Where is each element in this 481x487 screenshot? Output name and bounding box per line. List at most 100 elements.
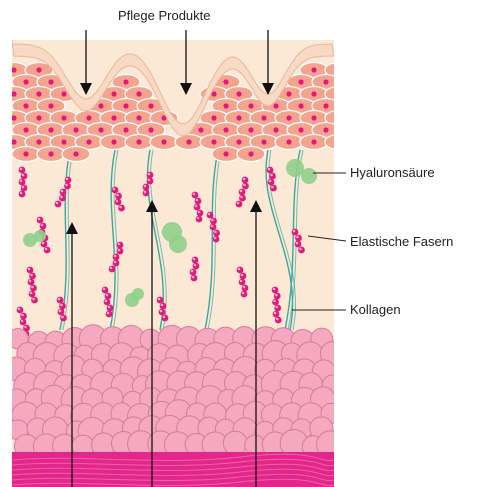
- elastic-bead: [242, 285, 249, 292]
- elastic-bead: [19, 179, 26, 186]
- elastic-bead-highlight: [194, 264, 197, 267]
- cell-nucleus: [336, 115, 341, 120]
- elastic-bead: [191, 275, 198, 282]
- elastic-bead: [239, 195, 246, 202]
- elastic-bead-highlight: [148, 173, 151, 176]
- cell-nucleus: [186, 139, 191, 144]
- cell-nucleus: [98, 127, 103, 132]
- elastic-bead: [113, 260, 120, 267]
- elastic-bead-highlight: [273, 300, 276, 303]
- elastic-bead-highlight: [38, 218, 41, 221]
- elastic-bead-highlight: [58, 298, 61, 301]
- cell-nucleus: [273, 103, 278, 108]
- elastic-bead: [106, 311, 113, 318]
- cell-nucleus: [223, 127, 228, 132]
- cell-nucleus: [36, 91, 41, 96]
- elastic-bead-highlight: [163, 316, 166, 319]
- elastic-bead: [157, 297, 164, 304]
- cell-nucleus: [248, 151, 253, 156]
- elastic-bead: [143, 184, 150, 191]
- elastic-bead: [44, 247, 51, 254]
- cell-nucleus: [248, 103, 253, 108]
- elastic-bead-highlight: [105, 300, 108, 303]
- cell-nucleus: [198, 127, 203, 132]
- elastic-bead-highlight: [271, 186, 274, 189]
- elastic-bead: [31, 297, 38, 304]
- elastic-bead: [268, 179, 275, 186]
- elastic-bead-highlight: [197, 217, 200, 220]
- elastic-bead: [143, 190, 150, 197]
- cell-nucleus: [123, 103, 128, 108]
- elastic-bead-highlight: [56, 202, 59, 205]
- cell-nucleus: [86, 115, 91, 120]
- elastic-bead-highlight: [211, 225, 214, 228]
- cell-nucleus: [311, 67, 316, 72]
- elastic-bead: [20, 313, 27, 320]
- elastic-bead-highlight: [22, 186, 25, 189]
- elastic-bead-highlight: [60, 304, 63, 307]
- elastic-bead: [28, 279, 35, 286]
- elastic-bead-highlight: [241, 274, 244, 277]
- elastic-bead-highlight: [144, 185, 147, 188]
- elastic-bead-highlight: [116, 194, 119, 197]
- cell-nucleus: [11, 91, 16, 96]
- elastic-bead-highlight: [110, 267, 113, 270]
- cell-nucleus: [11, 115, 16, 120]
- cell-nucleus: [136, 91, 141, 96]
- elastic-bead: [105, 293, 112, 300]
- elastic-bead-highlight: [29, 280, 32, 283]
- elastic-bead-highlight: [192, 276, 195, 279]
- elastic-bead-highlight: [299, 248, 302, 251]
- cell-nucleus: [323, 79, 328, 84]
- elastic-bead: [29, 273, 36, 280]
- elastic-bead: [292, 229, 299, 236]
- elastic-bead: [118, 205, 125, 212]
- elastic-bead: [267, 167, 274, 174]
- elastic-bead-highlight: [20, 192, 23, 195]
- elastic-bead-highlight: [60, 196, 63, 199]
- cell-nucleus: [73, 127, 78, 132]
- cell-nucleus: [86, 139, 91, 144]
- elastic-bead-highlight: [32, 298, 35, 301]
- elastic-bead: [197, 210, 204, 217]
- elastic-bead-highlight: [41, 224, 44, 227]
- elastic-bead-highlight: [108, 306, 111, 309]
- elastic-bead: [40, 223, 47, 230]
- elastic-bead: [269, 173, 276, 180]
- elastic-bead-highlight: [269, 180, 272, 183]
- cell-nucleus: [48, 151, 53, 156]
- cell-nucleus: [211, 115, 216, 120]
- elastic-bead: [27, 267, 34, 274]
- cell-nucleus: [61, 139, 66, 144]
- elastic-bead: [242, 177, 249, 184]
- hyaluron-blob: [34, 230, 46, 242]
- elastic-bead-highlight: [214, 231, 217, 234]
- elastic-bead: [298, 247, 305, 254]
- elastic-bead-highlight: [276, 318, 279, 321]
- elastic-bead: [115, 193, 122, 200]
- hyaluron-blob: [301, 168, 317, 184]
- elastic-bead-highlight: [214, 237, 217, 240]
- elastic-bead-highlight: [242, 292, 245, 295]
- elastic-bead: [107, 305, 114, 312]
- elastic-bead: [241, 291, 248, 298]
- elastic-bead: [213, 230, 220, 237]
- elastic-bead: [112, 187, 119, 194]
- elastic-bead: [272, 287, 279, 294]
- elastic-bead: [21, 185, 28, 192]
- cell-nucleus: [36, 67, 41, 72]
- cell-nucleus: [148, 127, 153, 132]
- elastic-bead-highlight: [270, 174, 273, 177]
- elastic-bead-highlight: [238, 268, 241, 271]
- epidermis-cell: [325, 135, 353, 150]
- cell-nucleus: [336, 91, 341, 96]
- fat-cell: [223, 431, 247, 455]
- elastic-bead-highlight: [240, 196, 243, 199]
- elastic-bead: [102, 287, 109, 294]
- cell-nucleus: [223, 151, 228, 156]
- elastic-bead: [147, 178, 154, 185]
- elastic-bead-highlight: [118, 249, 121, 252]
- elastic-bead: [270, 185, 277, 192]
- elastic-bead-highlight: [161, 304, 164, 307]
- elastic-bead-highlight: [31, 286, 34, 289]
